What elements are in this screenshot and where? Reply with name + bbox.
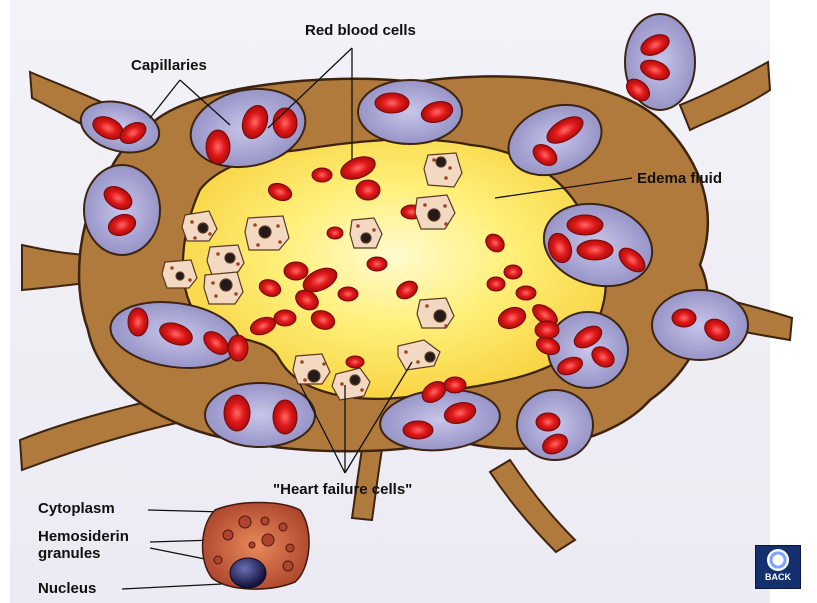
label-edema-fluid: Edema fluid [637, 170, 722, 187]
label-capillaries: Capillaries [131, 57, 207, 74]
heart-failure-cell [207, 245, 244, 275]
capillary [84, 165, 160, 255]
back-button[interactable]: BACK [755, 545, 801, 589]
label-red-blood-cells: Red blood cells [305, 22, 416, 39]
heart-failure-cell [162, 260, 197, 288]
heart-failure-cell [417, 298, 454, 328]
capillary [548, 312, 628, 388]
heart-failure-cell [424, 153, 462, 187]
label-hemosiderin-granules: Hemosiderin granules [38, 528, 148, 562]
back-button-label: BACK [756, 572, 800, 582]
heart-failure-cell [293, 354, 330, 384]
heart-failure-cell [204, 272, 243, 304]
label-cytoplasm: Cytoplasm [38, 500, 115, 517]
label-nucleus: Nucleus [38, 580, 96, 597]
capillary [205, 383, 315, 447]
capillary [652, 290, 748, 360]
enlarged-heart-failure-cell [203, 503, 310, 590]
heart-failure-cell [245, 216, 289, 250]
label-heart-failure-cells: "Heart failure cells" [273, 481, 412, 498]
round-emblem-icon [767, 549, 789, 571]
nucleus-shape [230, 558, 266, 588]
